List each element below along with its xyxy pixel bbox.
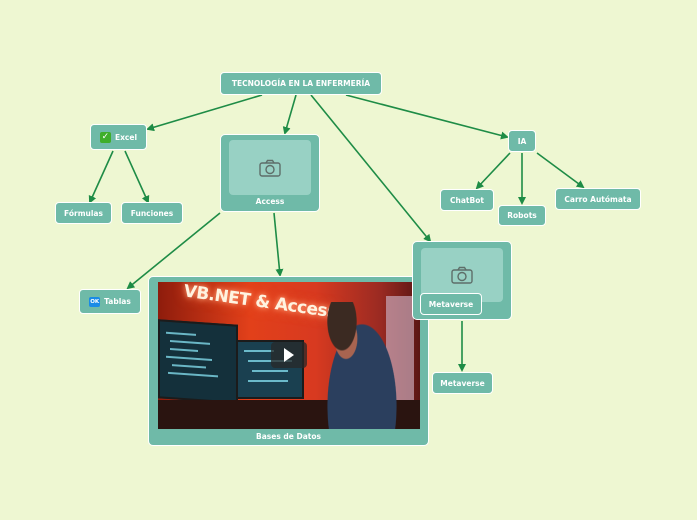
video-neon-text: VB.NET & Access — [182, 282, 338, 323]
topic-excel-label: Excel — [114, 132, 138, 142]
topic-metaverse-child-label: Metaverse — [440, 378, 485, 388]
play-icon — [284, 348, 294, 362]
root-topic[interactable]: TECNOLOGÍA EN LA ENFERMERÍA — [220, 72, 382, 95]
video-monitor-left — [158, 319, 238, 404]
topic-ia[interactable]: IA — [508, 130, 536, 152]
root-topic-label: TECNOLOGÍA EN LA ENFERMERÍA — [231, 79, 371, 88]
link-excel-formulas — [88, 150, 114, 204]
topic-funciones-label: Funciones — [130, 208, 174, 218]
topic-carro-automata[interactable]: Carro Autómata — [555, 188, 641, 210]
topic-excel[interactable]: ✓ Excel — [90, 124, 147, 150]
topic-robots[interactable]: Robots — [498, 205, 546, 226]
topic-tablas-label: Tablas — [104, 297, 131, 306]
topic-access[interactable]: Access — [220, 134, 320, 212]
link-root-metaverse — [310, 94, 432, 243]
link-ia-chatbot — [475, 152, 511, 190]
image-placeholder — [229, 140, 311, 195]
play-button[interactable] — [271, 342, 307, 368]
topic-ia-label: IA — [517, 136, 527, 146]
topic-formulas[interactable]: Fórmulas — [55, 202, 112, 224]
topic-carro-automata-label: Carro Autómata — [564, 194, 632, 204]
topic-tablas[interactable]: OK Tablas — [79, 289, 141, 314]
camera-icon — [259, 159, 281, 177]
ok-icon: OK — [89, 296, 101, 307]
topic-metaverse-label-box[interactable]: Metaverse — [420, 293, 482, 315]
topic-chatbot[interactable]: ChatBot — [440, 189, 494, 211]
video-person — [318, 302, 398, 429]
link-excel-funciones — [124, 150, 150, 204]
topic-formulas-label: Fórmulas — [64, 208, 103, 218]
topic-metaverse-label: Metaverse — [428, 299, 474, 309]
topic-robots-label: Robots — [507, 211, 537, 220]
topic-funciones[interactable]: Funciones — [121, 202, 183, 224]
camera-icon — [451, 266, 473, 284]
link-root-excel — [146, 94, 263, 132]
link-root-ia — [345, 94, 509, 140]
topic-chatbot-label: ChatBot — [450, 195, 484, 205]
video-thumbnail[interactable]: VB.NET & Access — [158, 282, 420, 429]
link-access-tablas — [126, 212, 221, 290]
link-root-access — [282, 94, 297, 135]
topic-bases-de-datos-label: Bases de Datos — [256, 432, 321, 441]
topic-access-label: Access — [255, 197, 285, 206]
link-access-bases — [273, 212, 284, 277]
topic-metaverse-child[interactable]: Metaverse — [432, 372, 493, 394]
link-ia-carro — [536, 152, 585, 189]
check-mark-icon: ✓ — [99, 131, 111, 143]
